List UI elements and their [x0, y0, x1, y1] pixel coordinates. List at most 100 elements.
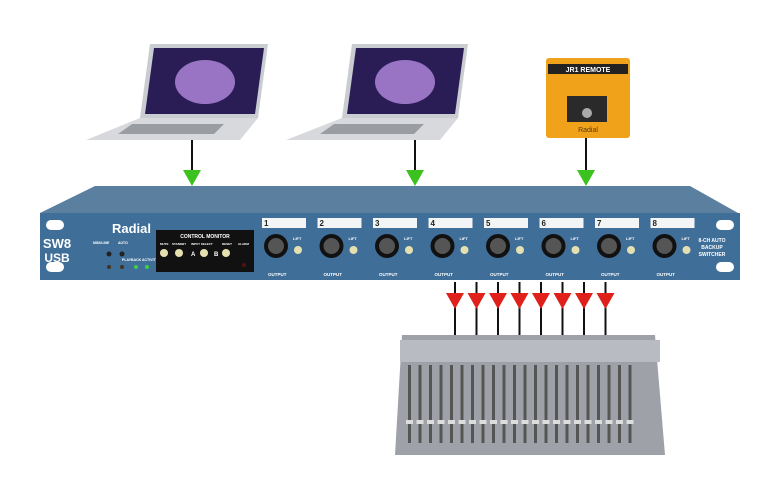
fader	[490, 420, 497, 424]
lift-switch[interactable]	[682, 246, 691, 254]
channel-strip	[565, 365, 569, 443]
mixing-console	[395, 335, 665, 455]
fader	[469, 420, 476, 424]
channel-strip	[429, 365, 432, 443]
channel-strip	[628, 365, 632, 443]
lift-label: LIFT	[460, 236, 469, 241]
channel-number: 6	[542, 219, 547, 228]
fader	[574, 420, 581, 424]
reset-label: RESET	[222, 242, 232, 246]
channel-strip	[408, 365, 411, 443]
laptop-1	[86, 44, 268, 140]
fader	[427, 420, 434, 424]
output-label: OUTPUT	[324, 272, 343, 277]
rack-unit: SW8 USB Radial MIDI/LINE AUTO PLAYBACK A…	[40, 186, 740, 280]
output-label: OUTPUT	[546, 272, 565, 277]
remote-name: JR1 REMOTE	[566, 67, 611, 74]
channel-number: 7	[597, 219, 602, 228]
fader	[616, 420, 623, 424]
usb-label: USB	[44, 251, 70, 265]
fader	[605, 420, 613, 424]
reset-button[interactable]	[222, 249, 230, 257]
mute-label: MUTE	[160, 242, 169, 246]
lift-label: LIFT	[626, 236, 635, 241]
channel-number: 2	[320, 219, 325, 228]
alarm-label: ALARM	[238, 242, 249, 246]
fader	[406, 420, 413, 424]
lift-switch[interactable]	[516, 246, 524, 254]
output-label: OUTPUT	[268, 272, 287, 277]
input-arrows	[183, 138, 595, 186]
remote-brand: Radial	[578, 127, 598, 134]
output-arrow	[446, 293, 464, 309]
channel-strip	[471, 365, 474, 443]
output-arrows	[446, 282, 615, 336]
output-arrow	[532, 293, 550, 309]
fader	[479, 420, 487, 424]
lift-label: LIFT	[515, 236, 524, 241]
laptop-2	[286, 44, 468, 140]
input-b-label: B	[214, 252, 219, 258]
output-label: OUTPUT	[490, 272, 509, 277]
auto-label: AUTO	[118, 241, 128, 245]
channel-strip	[586, 365, 590, 443]
fader	[500, 420, 508, 424]
fader	[553, 420, 560, 424]
fader	[595, 420, 602, 424]
lift-label: LIFT	[349, 236, 358, 241]
standby-button[interactable]	[175, 249, 183, 257]
channel-number: 5	[486, 219, 491, 228]
fader	[437, 420, 445, 424]
channel-strip	[534, 365, 537, 443]
output-label: OUTPUT	[379, 272, 398, 277]
lift-label: LIFT	[571, 236, 580, 241]
fader	[448, 420, 455, 424]
channel-strip	[555, 365, 558, 443]
channel-strip	[523, 365, 527, 443]
fader	[563, 420, 571, 424]
model-label: SW8	[43, 236, 71, 251]
channel-strip	[618, 365, 621, 443]
lift-switch[interactable]	[460, 246, 469, 254]
lift-switch[interactable]	[349, 246, 358, 254]
channel-number: 3	[375, 219, 380, 228]
channel-strip	[576, 365, 579, 443]
channel-strip	[481, 365, 485, 443]
channel-strip	[439, 365, 443, 443]
lift-label: LIFT	[404, 236, 413, 241]
output-arrow	[553, 293, 572, 309]
lift-label: LIFT	[293, 236, 302, 241]
lift-switch[interactable]	[405, 246, 413, 254]
channel-strip	[513, 365, 516, 443]
mute-button[interactable]	[160, 249, 168, 257]
output-arrow	[467, 293, 486, 309]
channel-strip	[418, 365, 422, 443]
output-label: OUTPUT	[601, 272, 620, 277]
channel-strip	[597, 365, 600, 443]
channel-strip	[502, 365, 506, 443]
lift-switch[interactable]	[571, 246, 580, 254]
brand-logo: Radial	[112, 221, 151, 236]
channel-strip	[544, 365, 548, 443]
channel-strip	[607, 365, 611, 443]
remote-footswitch: JR1 REMOTE Radial	[546, 58, 630, 138]
channel-number: 4	[431, 219, 436, 228]
channel-strip	[492, 365, 495, 443]
channel-strip	[450, 365, 453, 443]
fader	[458, 420, 466, 424]
fader	[532, 420, 539, 424]
fader	[542, 420, 550, 424]
input-select-button[interactable]	[200, 249, 208, 257]
fader	[416, 420, 424, 424]
control-monitor-title: CONTROL MONITOR	[180, 234, 230, 240]
lift-label: LIFT	[682, 236, 691, 241]
lift-switch[interactable]	[294, 246, 302, 254]
lift-switch[interactable]	[627, 246, 635, 254]
channel-number: 1	[264, 219, 269, 228]
fader	[521, 420, 529, 424]
